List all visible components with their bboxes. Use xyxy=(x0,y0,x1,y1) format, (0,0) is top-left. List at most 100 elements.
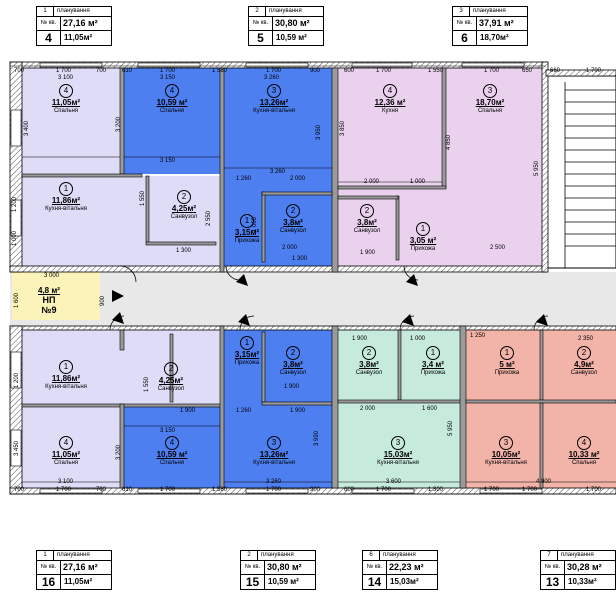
wall xyxy=(9,325,616,331)
door-arrows xyxy=(112,274,548,326)
dim-label: 1 000 xyxy=(410,336,426,342)
wall xyxy=(541,61,549,273)
dim-label: 1 700 xyxy=(56,68,72,74)
dim-label: 3 000 xyxy=(44,273,60,279)
dim-label-vertical: 1 550 xyxy=(144,376,150,392)
dim-label-vertical: 3 200 xyxy=(116,116,122,132)
dim-label: 1 700 xyxy=(56,487,72,493)
dim-label-vertical: 3 200 xyxy=(116,444,122,460)
windows xyxy=(10,62,543,494)
dim-label: 1 700 xyxy=(376,487,392,493)
dim-label: 3 260 xyxy=(266,479,282,485)
dim-label-vertical: 5 950 xyxy=(534,160,540,176)
dim-label: 1 700 xyxy=(266,68,282,74)
dim-label: 1 900 xyxy=(290,408,306,414)
dim-label-vertical: 3 990 xyxy=(314,430,320,446)
dim-label: 4 900 xyxy=(536,479,552,485)
dim-label: 3 100 xyxy=(58,479,74,485)
dim-label: 1 300 xyxy=(292,256,308,262)
dim-label: 610 xyxy=(122,487,133,493)
dim-label: 1 700 xyxy=(586,68,602,74)
dim-label: 2 500 xyxy=(490,245,506,251)
dim-label-vertical: 5 950 xyxy=(448,420,454,436)
dim-label-vertical: 4 850 xyxy=(446,134,452,150)
np-room-label: 4,8 м² НП №9 xyxy=(38,286,60,315)
dim-label: 1 700 xyxy=(160,68,176,74)
dim-label: 1 700 xyxy=(484,68,500,74)
dim-label-vertical: 2 550 xyxy=(206,210,212,226)
dim-label: 1 900 xyxy=(360,250,376,256)
room-fill xyxy=(12,272,100,320)
dim-label: 1 600 xyxy=(422,406,438,412)
dim-label: 3 100 xyxy=(58,75,74,81)
room-fill xyxy=(338,68,542,268)
room-fill xyxy=(22,68,122,174)
dim-label: 1 700 xyxy=(376,68,392,74)
dim-label: 600 xyxy=(344,68,355,74)
dim-label: 3 150 xyxy=(160,428,176,434)
dim-label: 2 000 xyxy=(282,245,298,251)
dim-label: 1 300 xyxy=(176,248,192,254)
dim-label: 1 550 xyxy=(428,68,444,74)
dim-label: 2 000 xyxy=(364,179,380,185)
dim-label-vertical: 1 200 xyxy=(12,196,18,212)
dim-label: 2 350 xyxy=(578,336,594,342)
dim-label: 1 900 xyxy=(352,336,368,342)
dim-label: 1 300 xyxy=(428,487,444,493)
dim-label: 1 250 xyxy=(470,333,486,339)
dim-label: 1 900 xyxy=(284,384,300,390)
dim-label-vertical: 3 850 xyxy=(340,120,346,136)
dim-label: 700 xyxy=(14,487,25,493)
dim-label: 1 700 xyxy=(522,487,538,493)
dim-label-vertical: 900 xyxy=(100,295,106,306)
dim-label: 1 700 xyxy=(160,487,176,493)
dim-label-vertical: 1 600 xyxy=(14,292,20,308)
dim-label-vertical: 1 550 xyxy=(140,190,146,206)
dim-label: 3 260 xyxy=(264,75,280,81)
dim-label: 1 700 xyxy=(586,487,602,493)
stair-steps xyxy=(564,82,616,268)
dim-label-vertical: 3 450 xyxy=(14,440,20,456)
dim-label: 2 000 xyxy=(360,406,376,412)
room-fill xyxy=(22,406,122,488)
dim-label: 900 xyxy=(310,68,321,74)
dim-label: 1 700 xyxy=(484,487,500,493)
dim-label: 3 150 xyxy=(160,158,176,164)
dim-label: 700 xyxy=(96,68,107,74)
dim-label: 1 000 xyxy=(410,179,426,185)
dimension-lines xyxy=(10,65,616,495)
dim-label: 3 600 xyxy=(386,479,402,485)
dim-label: 1 900 xyxy=(180,408,196,414)
dim-label-vertical: 3 400 xyxy=(24,120,30,136)
dim-label: 700 xyxy=(96,487,107,493)
dim-label: 700 xyxy=(14,68,25,74)
dim-label: 2 000 xyxy=(290,176,306,182)
wall xyxy=(9,325,23,495)
